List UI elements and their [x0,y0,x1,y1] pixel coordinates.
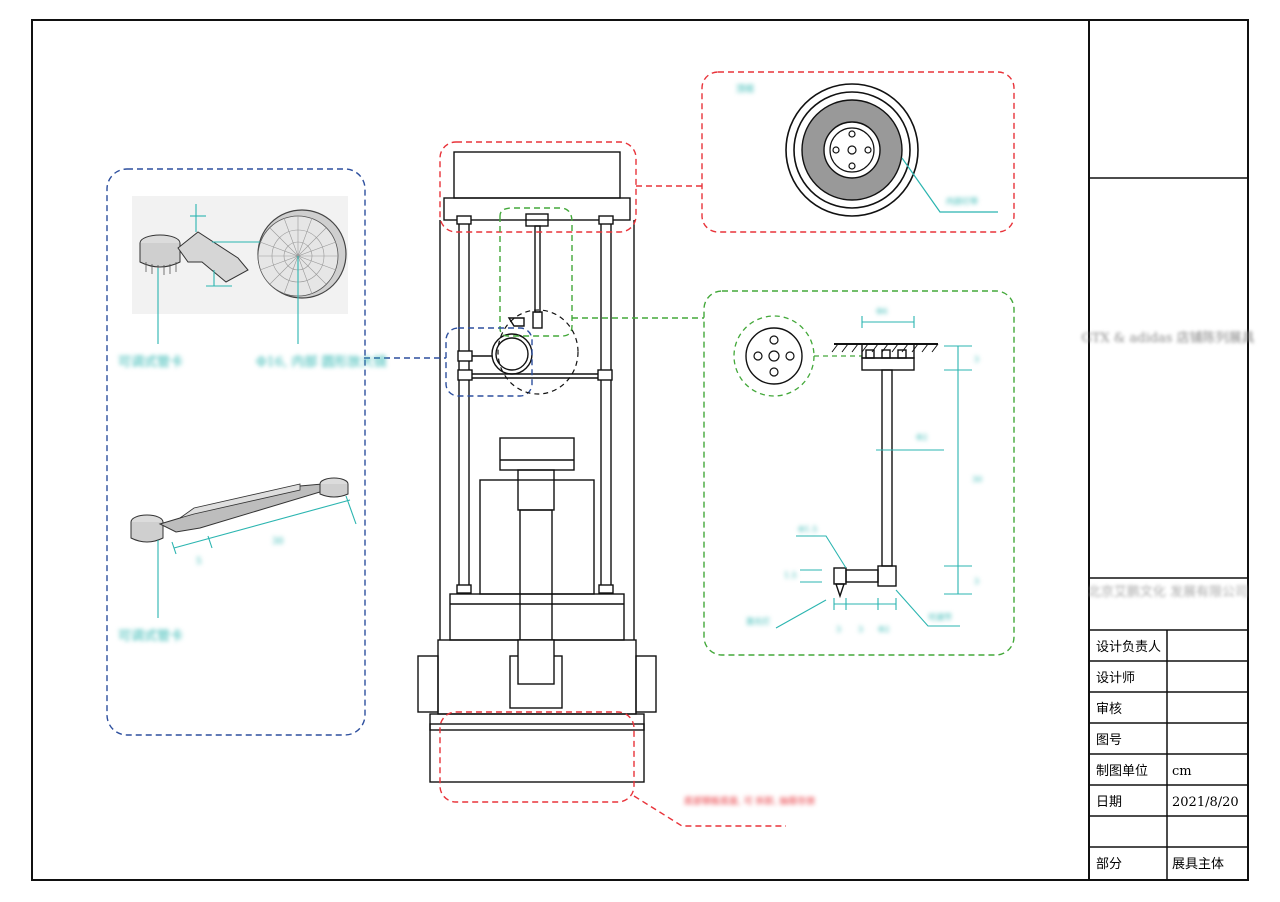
magnifier-arm-render [132,196,348,314]
pedestal-column [519,509,553,661]
drawing-frame [31,19,1249,881]
rod-bottom-dim-a: 3 [836,625,841,634]
left-bottom-dim-long: 30 [272,537,284,547]
left-bottom-clamp-label: 可调式管卡 [118,629,183,644]
product-pedestal-top [499,437,575,471]
laser-head [507,317,525,327]
hanging-rod [534,225,541,313]
bottom-steel-base [429,723,645,783]
left-top-clamp-label: 可调式管卡 [118,355,183,370]
rod-dim-height: 30 [972,475,982,484]
left-top-magnifier-label: Φ16, 内部 圆形放大镜 [256,354,387,370]
left-bottom-dim-short: 5 [196,557,202,567]
rod-dim-small-bottom: 3 [974,577,979,586]
title-block: GTX & adidas 店铺陈列展具 北京艾鹏文化 发展有限公司 设计负责人 … [1081,177,1255,880]
base-note: 底部钢板底座, 可 拆卸, 抽屉存放 [684,795,815,807]
tb-label-drawing-no: 图号 [1096,733,1122,748]
base-upper [449,593,625,641]
rod-side-view [831,343,939,599]
tb-label-date: 日期 [1096,795,1122,810]
top-lamp-box [453,151,621,199]
company-name-text: 北京艾鹏文化 发展有限公司 [1088,584,1248,600]
detail-circle [497,309,579,395]
tb-label-designer-lead: 设计负责人 [1096,640,1161,655]
callout-rod [499,207,573,337]
top-plate [443,197,631,221]
right-post [600,219,612,591]
rod-right-note: 可调节 [928,613,952,622]
rod-bottom-dim-b: 3 [858,625,863,634]
tb-label-part: 部分 [1096,857,1122,872]
left-post [458,219,470,591]
callout-base [439,711,635,803]
back-panel [479,479,595,595]
display-fixture-front-view [417,151,657,783]
tb-value-unit: cm [1172,764,1192,779]
magnifier-detail-panel [106,168,366,736]
tb-label-designer: 设计师 [1096,671,1135,686]
rod-dim-small-top: 3 [974,355,979,364]
rod-clip-dim: Φ1.5 [798,525,817,534]
top-view-tag: 顶视 [736,83,754,95]
flat-arm-render [130,477,349,543]
rod-clip [532,311,543,329]
tb-label-unit: 制图单位 [1096,764,1148,779]
tb-label-review: 审核 [1096,702,1122,717]
rod-bottom-dim-c: Φ2 [878,625,890,634]
top-view-disk [785,83,919,217]
top-view-panel [701,71,1015,233]
top-view-note: 内部灯带 [946,196,978,206]
rod-dimensions [775,316,972,629]
left-foot [417,655,439,713]
rod-mount-top-view [733,315,815,397]
tb-value-part: 展具主体 [1172,857,1224,872]
project-title: GTX & adidas 店铺陈列展具 [1081,330,1254,346]
rod-clip-side: 1.5 [784,571,797,580]
right-foot [635,655,657,713]
rod-left-note: 激光灯 [746,616,770,626]
callout-top-lamp [439,141,637,233]
callout-magnifier [445,327,533,397]
rod-dim-top: Φ6 [876,307,888,316]
rod-detail-panel [703,290,1015,656]
tb-value-date: 2021/8/20 [1172,795,1239,810]
rod-dim-diameter: Φ2 [916,433,928,442]
company-name: 北京艾鹏文化 发展有限公司 [1088,584,1248,600]
